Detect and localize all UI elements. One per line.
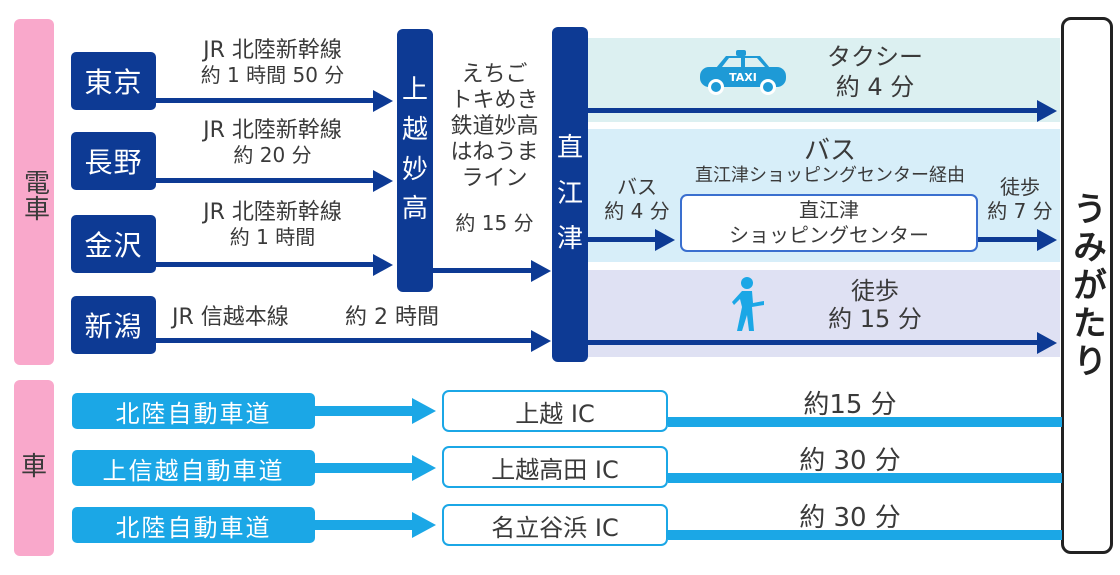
arrow-walk-head xyxy=(1037,332,1057,354)
car-1-line xyxy=(668,417,1062,427)
station-tokyo: 東京 xyxy=(71,52,156,110)
station-naoetsu-char: 直 xyxy=(556,133,583,164)
shopping-center-name-2: ショッピングセンター xyxy=(729,223,929,247)
arrow-car-2-line xyxy=(315,463,415,473)
walk-time: 約 15 分 xyxy=(828,305,922,333)
arrow-car-3-head xyxy=(412,512,436,538)
bus-leg-label: バス xyxy=(617,175,657,199)
arrow-bus-walk-line xyxy=(978,237,1040,242)
arrow-taxi-head xyxy=(1037,100,1057,122)
arrow-local-line xyxy=(433,268,534,273)
station-niigata: 新潟 xyxy=(71,296,156,354)
arrow-car-1-line xyxy=(315,406,415,416)
local-line-name-part: はねうま xyxy=(450,139,539,165)
category-car-label: 車 xyxy=(20,452,47,482)
ic-nadachi-hamaya: 名立谷浜 IC xyxy=(442,504,668,546)
shopping-center-name-1: 直江津 xyxy=(799,198,859,222)
route-niigata-line: JR 信越本線 xyxy=(172,305,289,330)
car-2-line xyxy=(668,473,1062,483)
bus-title: バス xyxy=(803,136,856,166)
ic-joetsu: 上越 IC xyxy=(442,390,668,432)
route-tokyo-line: JR 北陸新幹線 xyxy=(203,38,342,63)
station-naoetsu-char: 津 xyxy=(556,224,583,255)
local-line-name: えちご トキめき 鉄道妙高 はねうま ライン xyxy=(437,62,552,192)
arrow-tokyo-line xyxy=(156,98,376,103)
pedestrian-icon xyxy=(730,275,770,335)
walk-label: 徒歩 xyxy=(851,277,899,305)
local-line-time: 約 15 分 xyxy=(455,211,534,235)
expressway-joshinetsu: 上信越自動車道 xyxy=(72,450,315,486)
arrow-kanazawa-line xyxy=(156,262,376,267)
station-nagano: 長野 xyxy=(71,132,156,190)
arrow-car-1-head xyxy=(412,398,436,424)
arrow-tokyo-head xyxy=(373,90,393,112)
arrow-bus-line xyxy=(588,237,658,242)
station-joetsu-myoko-char: 上 xyxy=(401,75,428,106)
route-niigata-time: 約 2 時間 xyxy=(345,305,439,330)
local-line-name-part: トキめき xyxy=(450,87,539,113)
car-2-time: 約 30 分 xyxy=(799,446,901,476)
category-train: 電車 xyxy=(14,19,54,365)
arrow-nagano-line xyxy=(156,178,376,183)
taxi-icon: TAXI xyxy=(698,48,788,96)
route-kanazawa-time: 約 1 時間 xyxy=(229,225,316,249)
category-car: 車 xyxy=(14,380,54,556)
station-joetsu-myoko-char: 高 xyxy=(401,194,428,225)
arrow-nagano-head xyxy=(373,170,393,192)
station-joetsu-myoko: 上 越 妙 高 xyxy=(397,29,433,292)
arrow-bus-walk-head xyxy=(1037,229,1057,251)
arrow-local-head xyxy=(531,260,551,282)
arrow-taxi-line xyxy=(588,108,1040,113)
destination-label: うみがたり xyxy=(1066,190,1107,381)
bus-walk-label: 徒歩 xyxy=(1000,175,1040,199)
expressway-hokuriku-2: 北陸自動車道 xyxy=(72,507,315,543)
ic-joetsu-takada: 上越高田 IC xyxy=(442,446,668,488)
expressway-hokuriku-1: 北陸自動車道 xyxy=(72,393,315,429)
bus-leg-time: 約 4 分 xyxy=(604,199,670,223)
local-line-name-part: ライン xyxy=(461,165,528,191)
local-line-name-part: えちご xyxy=(461,62,528,87)
arrow-bus-head xyxy=(655,229,675,251)
destination-umigatari: うみがたり xyxy=(1061,17,1113,554)
station-naoetsu: 直 江 津 xyxy=(552,27,588,362)
car-3-time: 約 30 分 xyxy=(799,503,901,533)
bus-walk-time: 約 7 分 xyxy=(987,199,1053,223)
route-kanazawa-line: JR 北陸新幹線 xyxy=(203,200,342,225)
route-nagano-line: JR 北陸新幹線 xyxy=(203,118,342,143)
arrow-car-3-line xyxy=(315,520,415,530)
station-joetsu-myoko-char: 越 xyxy=(401,114,428,145)
car-1-time: 約15 分 xyxy=(803,390,897,420)
arrow-walk-line xyxy=(588,340,1040,345)
shopping-center-stop: 直江津 ショッピングセンター xyxy=(680,194,978,252)
taxi-label: タクシー xyxy=(827,43,923,71)
station-joetsu-myoko-char: 妙 xyxy=(401,154,428,185)
arrow-kanazawa-head xyxy=(373,254,393,276)
taxi-time: 約 4 分 xyxy=(835,73,915,101)
arrow-niigata-head xyxy=(531,330,551,352)
route-tokyo-time: 約 1 時間 50 分 xyxy=(200,63,345,87)
route-nagano-time: 約 20 分 xyxy=(233,143,312,167)
taxi-badge: TAXI xyxy=(729,71,757,84)
station-kanazawa: 金沢 xyxy=(71,215,156,273)
arrow-car-2-head xyxy=(412,455,436,481)
arrow-niigata-line xyxy=(156,338,534,343)
category-train-label: 電車 xyxy=(19,169,50,221)
station-naoetsu-char: 江 xyxy=(556,178,583,209)
bus-via: 直江津ショッピングセンター経由 xyxy=(695,165,965,186)
car-3-line xyxy=(668,530,1062,540)
local-line-name-part: 鉄道妙高 xyxy=(450,113,539,139)
